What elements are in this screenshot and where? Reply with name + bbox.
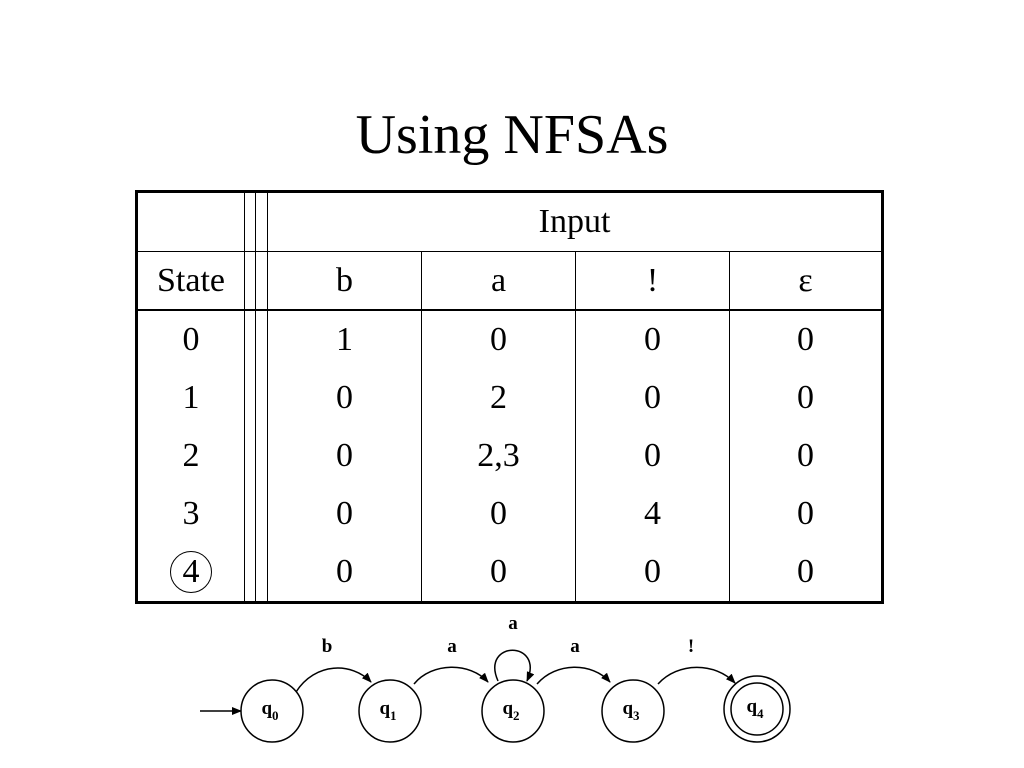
transition-q3-q4: [657, 666, 736, 685]
table-cell: 0: [267, 369, 422, 427]
transition-q0-q1: [295, 667, 372, 693]
state-cell: 2: [136, 427, 245, 485]
table-divider: [244, 251, 256, 311]
transition-q1-q2: [413, 666, 489, 685]
transition-label: a: [570, 636, 580, 657]
svg-text:q1: q1: [379, 698, 396, 723]
table-cell: 0: [267, 543, 422, 603]
column-header: ε: [728, 251, 884, 311]
table-row: 0 1 0 0 0: [136, 310, 884, 369]
table-cell: 0: [575, 543, 730, 603]
table-cell: 0: [575, 369, 730, 427]
table-cell: 0: [421, 310, 576, 369]
transition-label: a: [447, 636, 457, 657]
fsa-diagram: b a a a ! q0 q1 q2 q3 q4: [200, 613, 791, 743]
transition-label: b: [322, 636, 333, 657]
transition-label: !: [688, 636, 694, 657]
state-q0: q0: [240, 679, 304, 743]
svg-text:q0: q0: [261, 698, 278, 723]
table-cell: 0: [728, 543, 884, 603]
table-corner-cell: [136, 191, 245, 252]
table-row: 3 0 0 4 0: [136, 485, 884, 543]
state-cell: 1: [136, 369, 245, 427]
slide-title: Using NFSAs: [355, 104, 669, 166]
table-cell: 0: [267, 485, 422, 543]
transition-label: a: [508, 613, 518, 634]
state-cell-accepting: 4: [136, 543, 245, 603]
table-cell: 0: [728, 485, 884, 543]
table-row: 4 0 0 0 0: [136, 543, 884, 603]
table-divider: [255, 191, 268, 252]
table-cell: 0: [421, 543, 576, 603]
table-cell: 0: [728, 369, 884, 427]
table-cell: 1: [267, 310, 422, 369]
input-header: Input: [266, 191, 884, 252]
transition-table: Input State b a ! ε 0 1 0 0 0 1 0 2 0 0 …: [135, 190, 885, 604]
state-header: State: [136, 251, 245, 311]
column-header: !: [575, 251, 730, 311]
table-cell: 0: [728, 427, 884, 485]
table-cell: 2,3: [421, 427, 576, 485]
state-q2: q2: [481, 679, 545, 743]
transition-q2-q3: [536, 666, 611, 685]
state-q4-accepting: q4: [723, 675, 791, 743]
table-divider: [255, 251, 268, 311]
state-q1: q1: [358, 679, 422, 743]
table-divider: [244, 191, 256, 252]
state-cell: 0: [136, 310, 245, 369]
column-header: b: [267, 251, 422, 311]
state-cell: 3: [136, 485, 245, 543]
state-q3: q3: [601, 679, 665, 743]
svg-text:q4: q4: [746, 696, 764, 721]
svg-text:q2: q2: [502, 698, 519, 723]
table-row: 2 0 2,3 0 0: [136, 427, 884, 485]
table-cell: 2: [421, 369, 576, 427]
transition-q2-loop: [494, 649, 535, 682]
table-cell: 0: [267, 427, 422, 485]
table-row: 1 0 2 0 0: [136, 369, 884, 427]
table-cell: 0: [728, 310, 884, 369]
svg-text:q3: q3: [622, 698, 640, 723]
table-cell: 0: [575, 310, 730, 369]
column-header: a: [421, 251, 576, 311]
table-cell: 0: [421, 485, 576, 543]
accept-state-circle: 4: [170, 551, 212, 593]
table-cell: 0: [575, 427, 730, 485]
table-cell: 4: [575, 485, 730, 543]
